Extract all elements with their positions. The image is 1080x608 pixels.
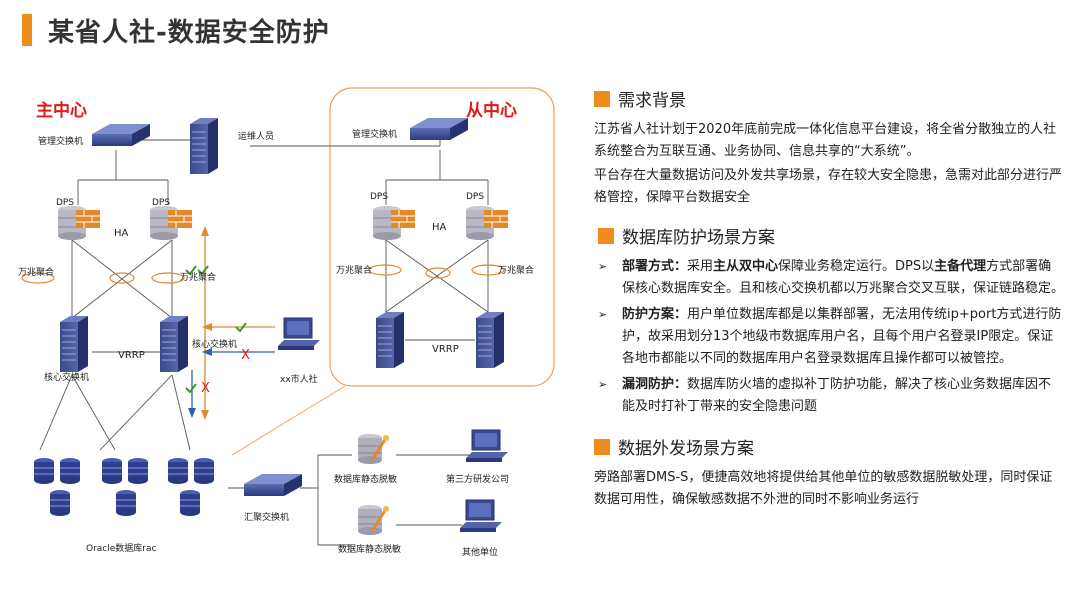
core-switch-main-2-label: 核心交换机 xyxy=(192,338,237,350)
bullet-deploy-t3: 保障业务稳定运行。DPS以 xyxy=(778,259,935,274)
db-icon xyxy=(59,457,81,485)
outbound-p1: 旁路部署DMS-S，便捷高效地将提供给其他单位的敏感数据脱敏处理，同时保证数据可… xyxy=(594,470,1053,507)
bullet-protect-body: 用户单位数据库都是以集群部署，无法用传统ip+port方式进行防护，故采用划分1… xyxy=(622,307,1062,366)
aggregation-links xyxy=(228,454,470,546)
dps-sub-1 xyxy=(372,205,416,241)
dps-sub-2-label: DPS xyxy=(466,192,484,202)
dps-sub-1-label: DPS xyxy=(370,192,388,202)
bullet-arrow-icon: ➢ xyxy=(598,378,608,391)
sub-center-frame xyxy=(329,87,555,387)
bullet-vuln: ➢ 漏洞防护：数据库防火墙的虚拟补丁防护功能，解决了核心业务数据库因不能及时打补… xyxy=(594,374,1064,418)
right-panel: 需求背景 江苏省人社计划于2020年底前完成一体化信息平台建设，将全省分散独立的… xyxy=(594,86,1064,513)
sub-center-label: 从中心 xyxy=(466,100,517,121)
background-p2: 平台存在大量数据访问及外发共享场景，存在较大安全隐患，急需对此部分进行严格管控，… xyxy=(594,168,1063,205)
bullet-protect-label: 防护方案： xyxy=(622,307,688,322)
background-p1: 江苏省人社计划于2020年底前完成一体化信息平台建设，将全省分散独立的人社系统整… xyxy=(594,122,1057,159)
bullet-deploy-text: 部署方式：采用主从双中心保障业务稳定运行。DPS以主备代理方式部署确保核心数据库… xyxy=(622,256,1064,300)
mgmt-switch-sub xyxy=(410,118,468,140)
core-server-main-2 xyxy=(159,315,189,373)
other-unit-pc-icon xyxy=(459,499,503,533)
mgmt-switch-sub-label: 管理交换机 xyxy=(352,128,397,140)
ha-sub-label: HA xyxy=(432,222,447,233)
db-icon xyxy=(101,457,123,485)
mgmt-switch-main-label: 管理交换机 xyxy=(38,135,83,147)
agg-switch-label: 汇聚交换机 xyxy=(244,511,289,523)
bullet-arrow-icon: ➢ xyxy=(598,260,608,273)
dps-main-2 xyxy=(149,205,193,241)
dps-main-1-label: DPS xyxy=(56,198,74,208)
cross-mark-1: X xyxy=(241,348,250,363)
bullet-protect: ➢ 防护方案：用户单位数据库都是以集群部署，无法用传统ip+port方式进行防护… xyxy=(594,304,1064,370)
check-marks xyxy=(185,265,247,394)
ten-g-sub-1-label: 万兆聚合 xyxy=(336,264,372,276)
ops-server xyxy=(189,117,219,175)
dps-main-2-label: DPS xyxy=(152,198,170,208)
section-square-icon xyxy=(594,438,610,455)
mgmt-switch-main xyxy=(92,124,150,146)
bullet-arrow-icon: ➢ xyxy=(598,308,608,321)
city-user-pc-icon xyxy=(277,317,321,351)
bullet-deploy-t2: 主从双中心 xyxy=(713,259,779,274)
third-party-pc-icon xyxy=(465,429,509,463)
oracle-db-cluster xyxy=(33,457,215,517)
bullet-deploy: ➢ 部署方式：采用主从双中心保障业务稳定运行。DPS以主备代理方式部署确保核心数… xyxy=(594,256,1064,300)
db-icon xyxy=(179,489,201,517)
mask-db-2 xyxy=(356,503,391,537)
dps-main-1 xyxy=(57,205,101,241)
bullet-deploy-t4: 主备代理 xyxy=(934,259,987,274)
db-protect-title: 数据库防护场景方案 xyxy=(622,228,775,248)
db-icon xyxy=(127,457,149,485)
db-icon xyxy=(115,489,137,517)
main-center-label: 主中心 xyxy=(36,100,87,121)
third-party-label: 第三方研发公司 xyxy=(446,473,509,485)
bullet-vuln-body: 数据库防火墙的虚拟补丁防护功能，解决了核心业务数据库因不能及时打补丁带来的安全隐… xyxy=(622,377,1052,414)
vrrp-main-label: VRRP xyxy=(118,350,145,361)
db-protect-heading: 数据库防护场景方案 xyxy=(598,223,1064,248)
section-square-icon xyxy=(594,90,610,107)
ops-person-label: 运维人员 xyxy=(238,130,274,142)
network-diagram: X X 主中心 从中心 管理交换机 管理交换机 运维人员 DPS DPS DPS… xyxy=(18,87,555,558)
static-mask-2-label: 数据库静态脱敏 xyxy=(338,543,401,555)
ha-main-label: HA xyxy=(114,228,129,239)
section-square-icon xyxy=(598,227,614,244)
main-center-links xyxy=(39,139,441,451)
bullet-vuln-text: 漏洞防护：数据库防火墙的虚拟补丁防护功能，解决了核心业务数据库因不能及时打补丁带… xyxy=(622,374,1064,418)
ten-g-main-1-label: 万兆聚合 xyxy=(18,266,54,278)
db-icon xyxy=(193,457,215,485)
static-mask-1-label: 数据库静态脱敏 xyxy=(334,473,397,485)
page-title: 某省人社-数据安全防护 xyxy=(48,18,330,48)
dps-sub-2 xyxy=(465,205,509,241)
outbound-heading: 数据外发场景方案 xyxy=(594,434,1064,459)
outbound-title: 数据外发场景方案 xyxy=(618,439,754,459)
title-accent-bar xyxy=(22,14,32,46)
vrrp-sub-label: VRRP xyxy=(432,344,459,355)
sub-center-connector xyxy=(231,385,346,456)
core-server-main-1 xyxy=(59,315,89,373)
bullet-vuln-label: 漏洞防护： xyxy=(622,377,688,392)
bullet-protect-text: 防护方案：用户单位数据库都是以集群部署，无法用传统ip+port方式进行防护，故… xyxy=(622,304,1064,370)
db-icon xyxy=(33,457,55,485)
background-heading: 需求背景 xyxy=(594,86,1064,111)
other-unit-label: 其他单位 xyxy=(462,546,498,558)
city-user-label: xx市人社 xyxy=(280,373,318,385)
bullet-deploy-t5: 方式部署确保核心数据库安全。且和核心交换机都以万兆聚合交叉互联，保证链路稳定。 xyxy=(622,259,1065,296)
core-server-sub-1 xyxy=(375,311,405,369)
ten-g-main-2-label: 万兆聚合 xyxy=(180,271,216,283)
background-title: 需求背景 xyxy=(618,91,686,111)
bullet-deploy-label: 部署方式： xyxy=(622,259,688,274)
db-icon xyxy=(167,457,189,485)
oracle-rac-label: Oracle数据库rac xyxy=(86,542,157,554)
link-ellipses xyxy=(21,264,505,284)
agg-switch xyxy=(244,474,302,496)
mask-db-1 xyxy=(356,432,391,466)
bullet-deploy-t1: 采用 xyxy=(687,259,714,274)
cross-mark-2: X xyxy=(201,381,210,396)
db-icon xyxy=(49,489,71,517)
core-server-sub-2 xyxy=(475,311,505,369)
ten-g-sub-2-label: 万兆聚合 xyxy=(498,264,534,276)
secondary-center-links xyxy=(385,150,489,341)
core-switch-main-1-label: 核心交换机 xyxy=(44,371,89,383)
